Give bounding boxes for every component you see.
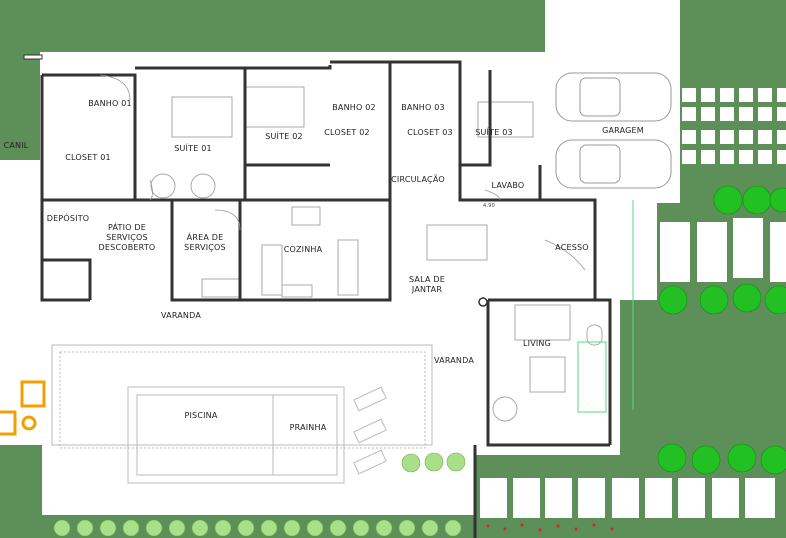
label-suite-01: SUÍTE 01 <box>174 144 212 153</box>
label-closet-01: CLOSET 01 <box>65 153 111 162</box>
interior-furniture <box>150 86 603 422</box>
pavers <box>480 88 786 518</box>
label-garagem: GARAGEM <box>602 126 644 135</box>
cars <box>555 72 672 189</box>
dimension-note: 4.90 <box>483 203 495 209</box>
label-canil: CANIL <box>3 141 29 150</box>
walls <box>40 60 612 538</box>
shrubs <box>53 452 466 537</box>
label-banho-02: BANHO 02 <box>332 103 376 112</box>
label-piscina: PISCINA <box>184 411 218 420</box>
label-suite-03: SUÍTE 03 <box>475 128 513 137</box>
column <box>478 297 488 307</box>
label-banho-01: BANHO 01 <box>88 99 132 108</box>
label-living: LIVING <box>522 339 552 348</box>
label-circulacao: CIRCULAÇÃO <box>391 175 445 184</box>
trees <box>657 185 786 475</box>
label-banho-03: BANHO 03 <box>401 103 445 112</box>
outdoor-furniture <box>0 380 46 436</box>
pool-deck <box>51 344 433 484</box>
label-lavabo: LAVABO <box>491 181 525 190</box>
label-patio-servicos: PÁTIO DE SERVIÇOS DESCOBERTO <box>98 223 156 252</box>
label-suite-02: SUÍTE 02 <box>265 132 303 141</box>
flowers <box>486 523 614 532</box>
label-cozinha: COZINHA <box>283 245 323 254</box>
label-sala-jantar: SALA DE JANTAR <box>409 275 445 294</box>
label-prainha: PRAINHA <box>289 423 327 432</box>
label-closet-02: CLOSET 02 <box>324 128 370 137</box>
label-varanda-2: VARANDA <box>433 356 475 365</box>
label-deposito: DEPÓSITO <box>46 214 90 223</box>
label-closet-03: CLOSET 03 <box>407 128 453 137</box>
label-acesso: ACESSO <box>555 243 589 252</box>
doors <box>99 74 586 271</box>
label-area-servicos: ÁREA DE SERVIÇOS <box>184 233 226 252</box>
label-varanda-1: VARANDA <box>160 311 202 320</box>
living-sofa <box>577 341 607 413</box>
